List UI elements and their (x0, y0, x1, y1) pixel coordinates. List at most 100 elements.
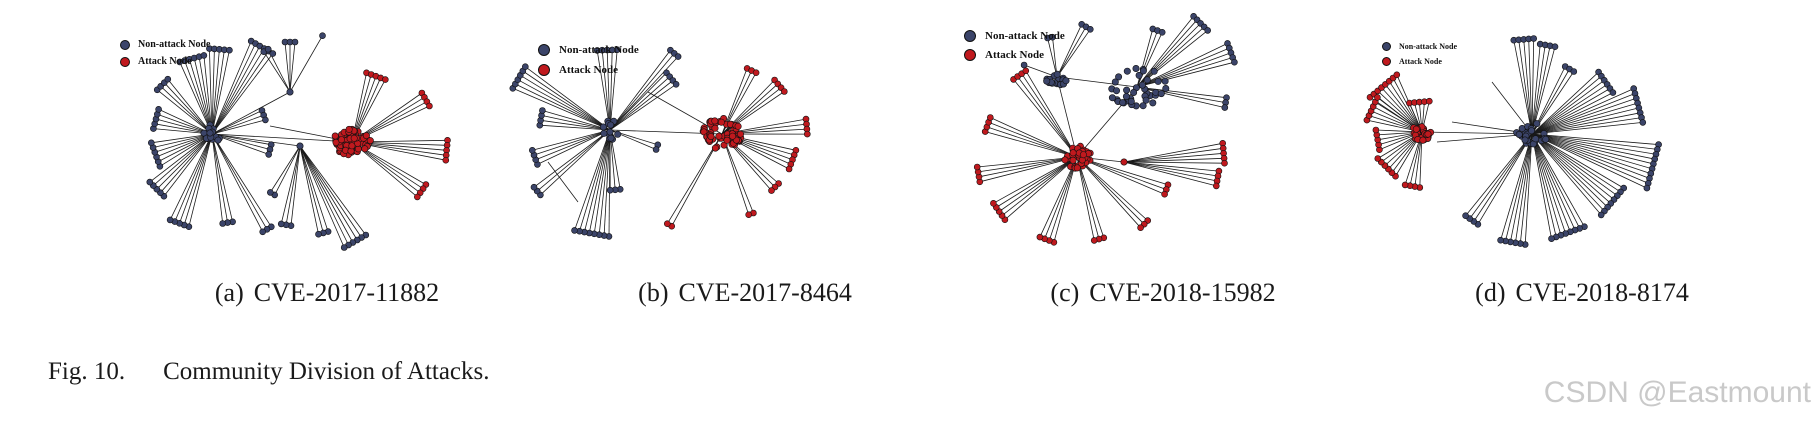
graph-edge (606, 49, 611, 131)
non-attack-node (1548, 235, 1555, 242)
attack-node (711, 144, 719, 152)
network-graph-b (509, 46, 811, 240)
graph-edge (1531, 133, 1612, 204)
non-attack-node (267, 189, 274, 196)
graph-edge (1531, 133, 1562, 236)
non-attack-node (1528, 127, 1536, 135)
graph-edge (1469, 133, 1533, 219)
graph-edge (183, 133, 213, 226)
graph-edge (1136, 16, 1194, 88)
graph-edge (515, 83, 611, 131)
graph-edge (579, 129, 611, 232)
graph-edge (1076, 156, 1145, 225)
legend-b: Non-attack Node Attack Node (538, 44, 639, 76)
non-attack-node (147, 139, 155, 147)
attack-node (348, 142, 356, 150)
graph-edge (211, 49, 225, 135)
graph-edge (1001, 156, 1078, 216)
non-attack-node (529, 147, 536, 154)
non-attack-node (613, 46, 621, 54)
graph-edge (269, 145, 301, 193)
non-attack-node (1119, 99, 1127, 107)
graph-edge (1531, 133, 1608, 208)
non-attack-node (1231, 58, 1238, 66)
graph-edge (211, 133, 272, 228)
non-attack-node (219, 220, 226, 227)
non-attack-node (1123, 86, 1131, 94)
non-attack-node (530, 183, 538, 191)
non-attack-node (1149, 99, 1157, 107)
graph-edge (274, 145, 301, 196)
graph-edge (1388, 80, 1423, 133)
node-layer (146, 32, 451, 251)
graph-edge (588, 129, 611, 234)
edge-layer (1366, 38, 1659, 245)
graph-edge (979, 156, 1078, 183)
non-attack-node (1221, 104, 1229, 111)
non-attack-node (1643, 184, 1651, 192)
legend-non-attack-label: Non-attack Node (1399, 41, 1457, 51)
graph-edge (1021, 73, 1078, 158)
graph-edge (1531, 84, 1608, 135)
attack-node (381, 76, 389, 83)
non-attack-node (1158, 29, 1166, 36)
graph-edge (1528, 38, 1533, 135)
attack-node (1374, 94, 1381, 101)
graph-edge (517, 79, 611, 131)
graph-edge (211, 133, 353, 143)
legend-attack-label: Attack Node (559, 63, 618, 76)
non-attack-node (200, 52, 208, 59)
graph-edge (193, 57, 213, 135)
graph-edge (1056, 76, 1078, 158)
graph-edge (1056, 26, 1087, 78)
graph-edge (1013, 79, 1078, 158)
graph-edge (211, 114, 264, 135)
graph-edge (536, 129, 611, 192)
graph-edge (1518, 39, 1533, 135)
attack-node (1090, 237, 1098, 244)
graph-edge (540, 129, 611, 196)
subcaption-letter: (b) (638, 278, 669, 307)
non-attack-node (315, 230, 322, 238)
non-attack-node (166, 216, 174, 224)
non-attack-node (1150, 67, 1158, 75)
graph-edge (154, 133, 213, 153)
graph-edge (1136, 86, 1227, 99)
attack-node (973, 163, 981, 171)
non-attack-node (206, 129, 214, 137)
graph-edge (537, 129, 611, 165)
non-attack-node (226, 46, 233, 54)
graph-edge (1531, 133, 1615, 200)
subcaption-b: (b)CVE-2017-8464 (638, 278, 852, 308)
graph-edge (211, 133, 272, 146)
attack-node (1073, 164, 1081, 172)
graph-edge (211, 53, 274, 135)
non-attack-node (265, 151, 272, 158)
attack-node (1120, 158, 1128, 166)
graph-edge (1044, 156, 1078, 239)
attack-node (729, 132, 737, 140)
graph-edge (1531, 133, 1657, 155)
graph-edge (160, 86, 213, 135)
graph-edge (533, 129, 611, 188)
edge-layer (977, 16, 1235, 243)
attack-node (1221, 159, 1228, 167)
subcaption-d: (d)CVE-2018-8174 (1475, 278, 1689, 308)
graph-edge (153, 133, 213, 186)
non-attack-node (1123, 67, 1131, 75)
graph-edge (263, 51, 291, 93)
graph-edge (1531, 133, 1624, 189)
graph-edge (522, 70, 611, 131)
attack-node (1161, 190, 1168, 198)
attack-node (1036, 233, 1044, 241)
graph-edge (1136, 47, 1230, 88)
non-attack-node (1533, 120, 1541, 128)
edge-layer (149, 35, 448, 248)
graph-edge (978, 156, 1078, 173)
graph-edge (156, 89, 213, 135)
graph-edge (1531, 133, 1653, 170)
attack-node (1079, 151, 1087, 159)
graph-edge (1136, 52, 1232, 88)
non-attack-node (155, 106, 162, 113)
attack-node (361, 145, 369, 153)
